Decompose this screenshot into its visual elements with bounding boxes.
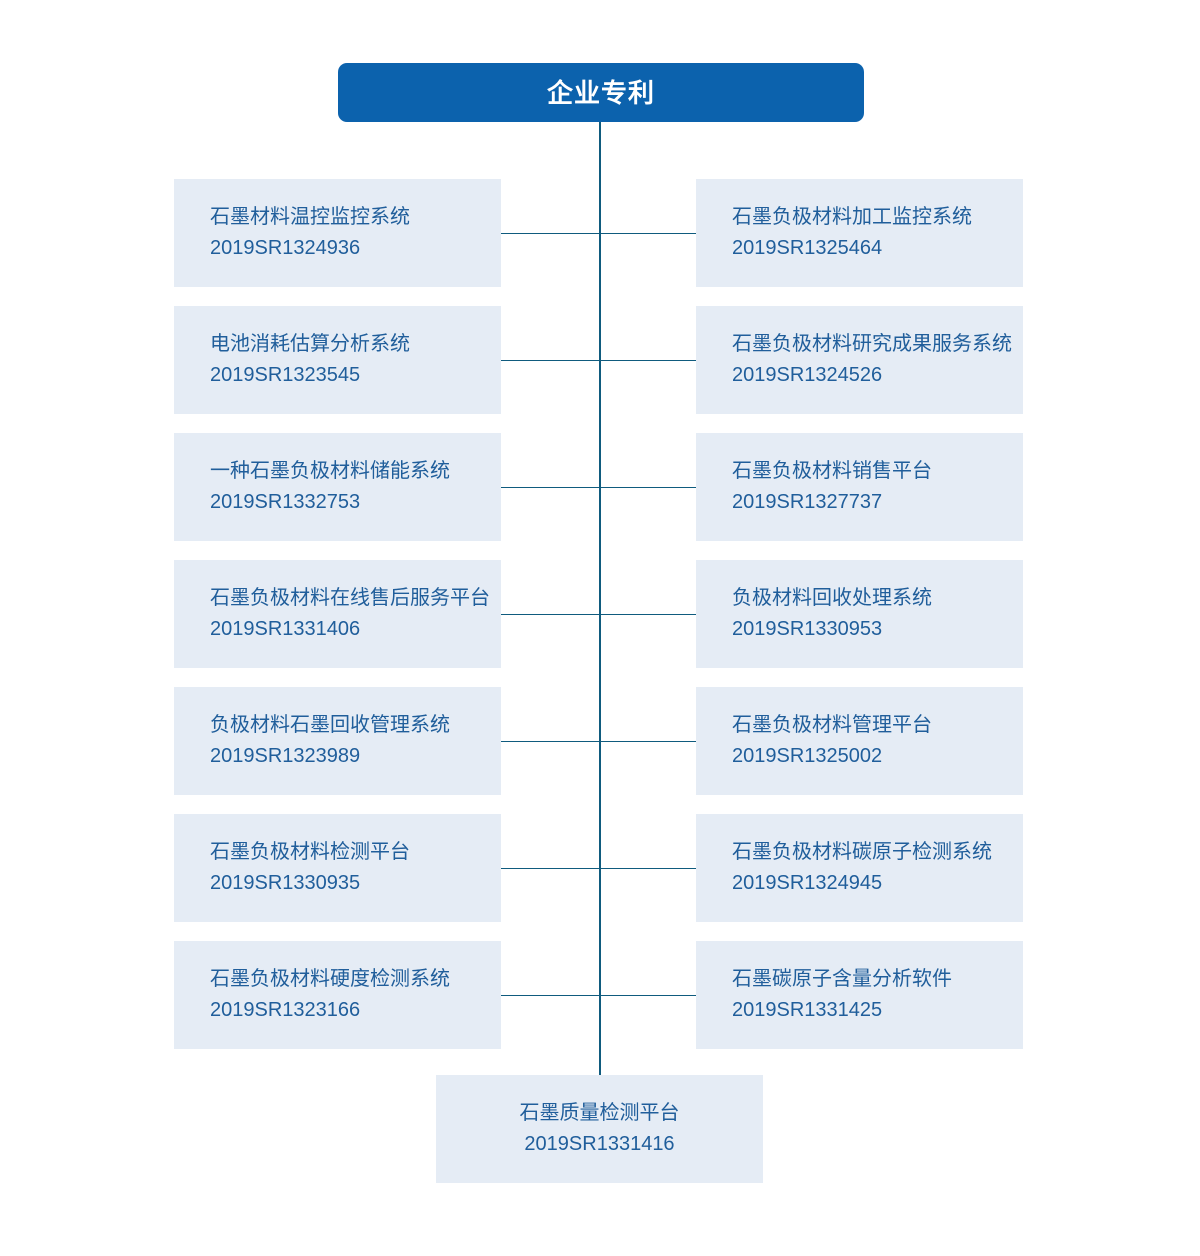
leaf-code: 2019SR1331416 [524,1133,675,1155]
leaf-code: 2019SR1332753 [210,491,361,513]
leaf-code: 2019SR1331425 [732,999,883,1021]
leaf-node-left-5[interactable]: 负极材料石墨回收管理系统 2019SR1323989 [174,687,501,795]
leaf-code: 2019SR1330953 [732,618,883,640]
leaf-title: 石墨负极材料碳原子检测系统 [732,841,992,863]
leaf-title: 石墨负极材料硬度检测系统 [210,968,450,990]
leaf-title: 石墨碳原子含量分析软件 [732,968,952,990]
leaf-node-right-6[interactable]: 石墨负极材料碳原子检测系统 2019SR1324945 [696,814,1023,922]
leaf-title: 负极材料回收处理系统 [732,587,932,609]
leaf-code: 2019SR1325002 [732,745,883,767]
leaf-code: 2019SR1325464 [732,237,883,259]
leaf-code: 2019SR1323545 [210,364,361,386]
leaf-node-right-2[interactable]: 石墨负极材料研究成果服务系统 2019SR1324526 [696,306,1023,414]
leaf-title: 电池消耗估算分析系统 [210,333,410,355]
leaf-title: 石墨负极材料销售平台 [732,460,932,482]
rung-connector-row-1 [501,233,698,234]
rung-connector-row-2 [501,360,698,361]
leaf-title: 石墨负极材料检测平台 [210,841,410,863]
leaf-node-right-1[interactable]: 石墨负极材料加工监控系统 2019SR1325464 [696,179,1023,287]
leaf-title: 石墨负极材料在线售后服务平台 [210,587,490,609]
leaf-code: 2019SR1323989 [210,745,361,767]
rung-connector-row-5 [501,741,698,742]
leaf-node-left-7[interactable]: 石墨负极材料硬度检测系统 2019SR1323166 [174,941,501,1049]
leaf-title: 石墨负极材料研究成果服务系统 [732,333,1012,355]
leaf-code: 2019SR1327737 [732,491,883,513]
leaf-node-right-3[interactable]: 石墨负极材料销售平台 2019SR1327737 [696,433,1023,541]
rung-connector-row-6 [501,868,698,869]
leaf-node-bottom[interactable]: 石墨质量检测平台 2019SR1331416 [436,1075,763,1183]
leaf-node-left-4[interactable]: 石墨负极材料在线售后服务平台 2019SR1331406 [174,560,501,668]
leaf-title: 石墨负极材料加工监控系统 [732,206,972,228]
leaf-node-left-3[interactable]: 一种石墨负极材料储能系统 2019SR1332753 [174,433,501,541]
spine-connector [599,122,601,1075]
leaf-title: 一种石墨负极材料储能系统 [210,460,450,482]
root-node-label: 企业专利 [546,77,655,108]
rung-connector-row-4 [501,614,698,615]
leaf-title: 石墨材料温控监控系统 [210,206,410,228]
leaf-code: 2019SR1323166 [210,999,361,1021]
leaf-code: 2019SR1330935 [210,872,361,894]
leaf-node-left-1[interactable]: 石墨材料温控监控系统 2019SR1324936 [174,179,501,287]
leaf-node-right-7[interactable]: 石墨碳原子含量分析软件 2019SR1331425 [696,941,1023,1049]
root-node-enterprise-patent[interactable]: 企业专利 [338,63,864,122]
leaf-title: 石墨质量检测平台 [519,1102,680,1124]
leaf-title: 负极材料石墨回收管理系统 [210,714,450,736]
leaf-node-left-6[interactable]: 石墨负极材料检测平台 2019SR1330935 [174,814,501,922]
leaf-title: 石墨负极材料管理平台 [732,714,932,736]
leaf-node-right-5[interactable]: 石墨负极材料管理平台 2019SR1325002 [696,687,1023,795]
leaf-code: 2019SR1331406 [210,618,361,640]
leaf-code: 2019SR1324945 [732,872,883,894]
leaf-node-right-4[interactable]: 负极材料回收处理系统 2019SR1330953 [696,560,1023,668]
leaf-code: 2019SR1324936 [210,237,361,259]
rung-connector-row-3 [501,487,698,488]
leaf-code: 2019SR1324526 [732,364,883,386]
leaf-node-left-2[interactable]: 电池消耗估算分析系统 2019SR1323545 [174,306,501,414]
rung-connector-row-7 [501,995,698,996]
